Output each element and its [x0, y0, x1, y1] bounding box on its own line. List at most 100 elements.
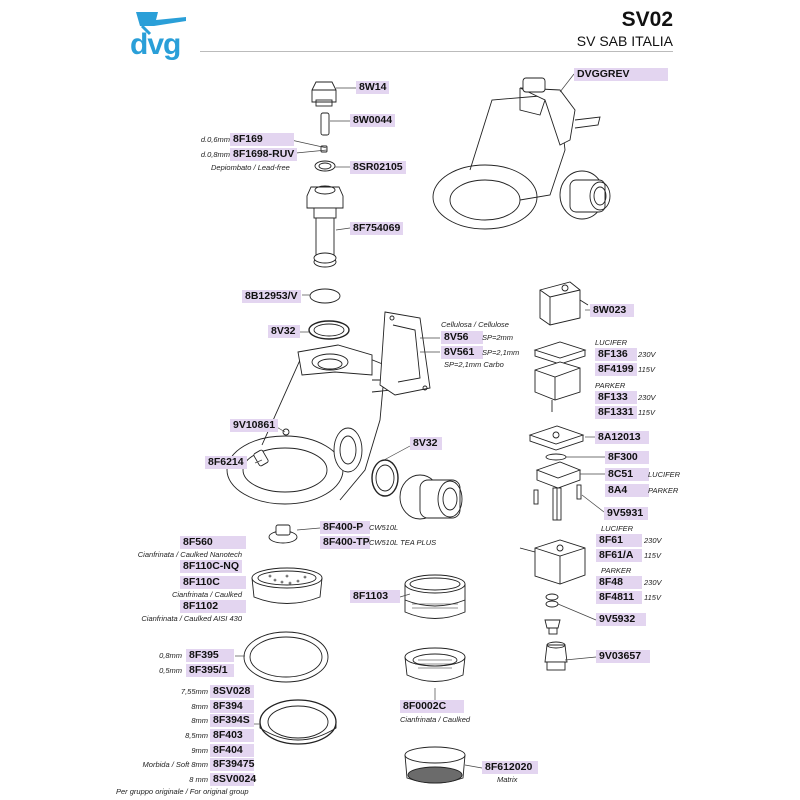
valve-8c51-drawing — [535, 461, 582, 521]
shower-8f1103-drawing — [404, 574, 466, 619]
plug-drawing — [399, 474, 463, 520]
note-8f0002c: Cianfrinata / Caulked — [400, 715, 471, 724]
part-label-8b12953-v: 8B12953/V — [242, 290, 301, 303]
note-8f400-p: CW510L — [369, 523, 399, 532]
note-8v56: SP=2mm — [482, 333, 514, 342]
part-label-8f1103: 8F1103 — [350, 590, 400, 603]
note-lead-free: Depiombato / Lead-free — [211, 163, 290, 172]
note-8f394s: 8mm — [191, 716, 208, 725]
gasket-8sv028-drawing — [259, 699, 337, 745]
part-label-8f61: 8F61 — [596, 534, 642, 547]
header-divider — [200, 51, 673, 52]
note-8f61a-volt: 115V — [644, 551, 661, 560]
note-8f39475: Morbida / Soft 8mm — [142, 760, 208, 769]
part-label-8f1331: 8F1331 — [595, 406, 637, 419]
note-8f136-volt: 230V — [638, 350, 656, 359]
oring-8f300-drawing — [545, 453, 567, 461]
note-8sv028: 7,55mm — [180, 687, 208, 696]
part-label-8f110c-nq: 8F110C-NQ — [180, 560, 243, 573]
note-carbo: SP=2,1mm Carbo — [444, 360, 504, 369]
group-head-dvggrev-drawing — [432, 77, 611, 230]
part-label-8sv0024: 8SV0024 — [210, 773, 256, 786]
part-label-9v03657: 9V03657 — [596, 650, 650, 663]
note-8f394: 8mm — [191, 702, 208, 711]
part-label-9v5932: 9V5932 — [596, 613, 646, 626]
plunger-drawing — [544, 619, 561, 635]
part-label-8v32-side: 8V32 — [410, 437, 442, 450]
part-label-8f1102: 8F1102 — [180, 600, 246, 613]
spring-9v5932-drawing — [545, 593, 559, 608]
part-label-dvggrev: DVGGREV — [574, 68, 668, 81]
part-label-8f136: 8F136 — [595, 348, 637, 361]
part-label-8f394s: 8F394S — [210, 714, 254, 727]
note-8f4199-volt: 115V — [638, 365, 655, 374]
logo-cup-icon — [136, 12, 186, 36]
oring-8b12953-drawing — [309, 288, 341, 304]
part-label-8f754069: 8F754069 — [350, 222, 404, 235]
cap-nut-drawing — [311, 81, 337, 107]
note-8sv0024: 8 mm — [189, 775, 208, 784]
note-8f4811-volt: 115V — [644, 593, 661, 602]
part-label-8f4811: 8F4811 — [596, 591, 642, 604]
part-label-8a12013: 8A12013 — [595, 431, 649, 444]
plate-8a12013-drawing — [528, 425, 585, 451]
brand-logo: dvg — [128, 8, 194, 61]
part-label-8v56: 8V56 — [441, 331, 483, 344]
note-lucifer-1: LUCIFER — [595, 338, 628, 347]
note-lucifer-2: LUCIFER — [601, 524, 634, 533]
screw-8f400-drawing — [268, 524, 298, 544]
part-label-8c51: 8C51 — [605, 468, 649, 481]
part-label-8w023: 8W023 — [590, 304, 634, 317]
note-8f1331-volt: 115V — [638, 408, 655, 417]
part-label-8f560: 8F560 — [180, 536, 246, 549]
part-label-8f48: 8F48 — [596, 576, 642, 589]
note-cellulose: Cellulosa / Cellulose — [441, 320, 509, 329]
leader-lines — [235, 73, 605, 769]
note-8f395-1: 0,5mm — [159, 666, 182, 675]
pin-8f6214-drawing — [253, 449, 269, 467]
part-label-8f395-1: 8F395/1 — [186, 664, 234, 677]
fitting-9v03657-drawing — [544, 641, 568, 671]
note-8f1102: Cianfrinata / Caulked AISI 430 — [141, 614, 242, 623]
part-label-8f400-p: 8F400-P — [320, 521, 370, 534]
part-label-8v561: 8V561 — [441, 346, 483, 359]
part-label-8f400-tp: 8F400-TP — [320, 536, 370, 549]
note-8f133-volt: 230V — [638, 393, 656, 402]
note-8f395: 0,8mm — [159, 651, 182, 660]
note-original-group: Per gruppo originale / For original grou… — [116, 787, 249, 796]
note-8f404: 9mm — [191, 746, 208, 755]
pin-drawing — [320, 112, 330, 136]
note-8f48-volt: 230V — [644, 578, 662, 587]
seal-8sr-drawing — [314, 160, 336, 172]
note-8f403: 8,5mm — [185, 731, 208, 740]
part-label-9v10861: 9V10861 — [230, 419, 279, 432]
note-8f110c: Cianfrinata / Caulked — [171, 590, 242, 599]
note-8f1698: d.0,8mm — [200, 150, 230, 159]
part-label-8f6214: 8F6214 — [205, 456, 247, 469]
part-label-8f403: 8F403 — [210, 729, 254, 742]
part-label-8a4: 8A4 — [605, 484, 649, 497]
oring-8v32b-drawing — [371, 459, 399, 497]
part-label-8w0044: 8W0044 — [350, 114, 396, 127]
gasket-8f395-drawing — [243, 631, 329, 683]
part-label-9v5931: 9V5931 — [604, 507, 648, 520]
part-label-8f300: 8F300 — [605, 451, 649, 464]
part-label-8w14: 8W14 — [356, 81, 390, 94]
coil-8f136-drawing — [533, 341, 587, 412]
part-label-8v32-top: 8V32 — [268, 325, 300, 338]
screws-drawing — [533, 484, 582, 505]
shower-8f612020-drawing — [404, 746, 466, 784]
note-8c51: LUCIFER — [648, 470, 681, 479]
part-label-8f110c: 8F110C — [180, 576, 246, 589]
shower-8f110c-drawing — [251, 567, 323, 604]
part-label-8f4199: 8F4199 — [595, 363, 637, 376]
gasket-8v56-drawing — [379, 311, 431, 396]
coil-8f61-drawing — [519, 539, 586, 585]
page-model: SV SAB ITALIA — [576, 33, 673, 49]
part-label-8f169: 8F169 — [230, 133, 294, 146]
note-8f169: d.0,6mm — [200, 135, 230, 144]
part-label-8f394: 8F394 — [210, 700, 254, 713]
note-8v561: SP=2,1mm — [482, 348, 520, 357]
part-label-8f39475: 8F39475 — [210, 758, 254, 771]
